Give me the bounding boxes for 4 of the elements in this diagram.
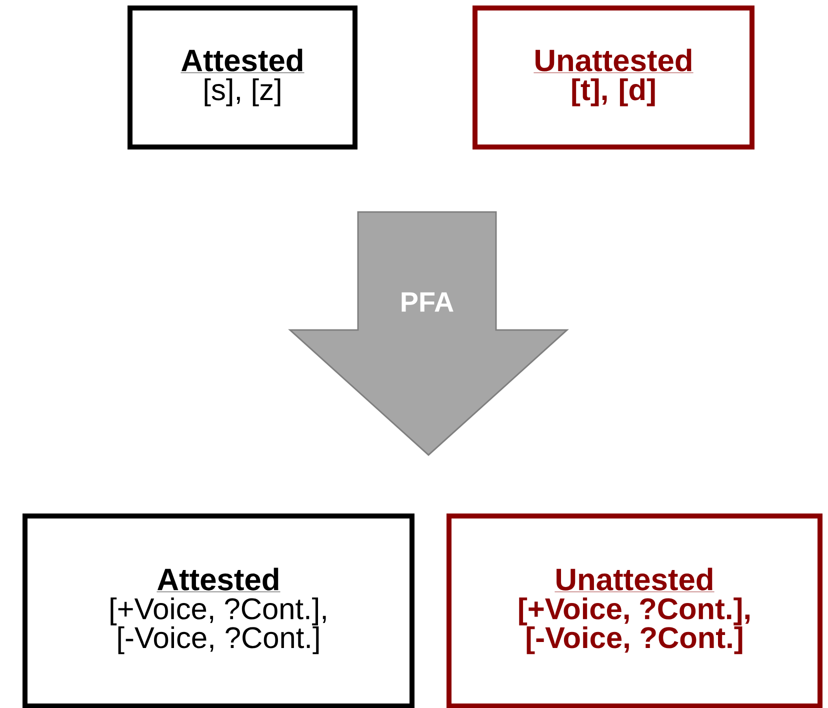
text-box: Attested [+Voice, ?Cont.], [-Voice, ?Cont.] [22,514,414,708]
text-box: Unattested [t], [d] [472,6,754,150]
text-box: Attested [s], [z] [128,6,358,150]
text-box: Unattested [+Voice, ?Cont.], [-Voice, ?Cont.] [446,514,822,708]
